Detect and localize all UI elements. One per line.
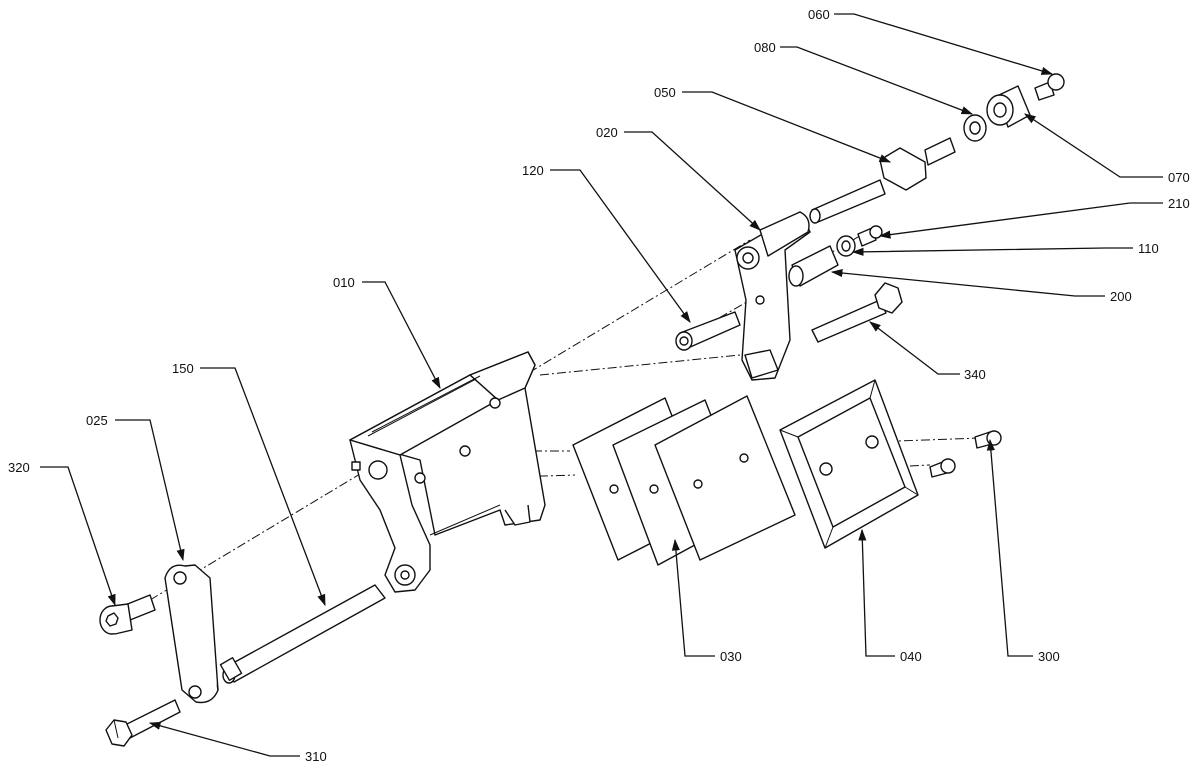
part-020-lever	[734, 211, 811, 381]
part-010-housing	[349, 351, 546, 593]
callout-300: 300	[1038, 649, 1060, 664]
callout-340: 340	[964, 367, 986, 382]
callout-labels: 060 080 050 020 120 070 210 110 200 340 …	[8, 7, 1190, 764]
callout-080: 080	[754, 40, 776, 55]
part-110-washer	[836, 235, 856, 257]
callout-320: 320	[8, 460, 30, 475]
part-310-hex-bolt	[105, 699, 181, 747]
part-030-plates	[572, 395, 796, 566]
leader-lines	[40, 13, 1163, 757]
part-210-screw	[857, 225, 883, 247]
part-050-shaft	[809, 137, 956, 224]
callout-025: 025	[86, 413, 108, 428]
part-150-shaft	[219, 584, 386, 684]
callout-210: 210	[1168, 196, 1190, 211]
part-340-hex-bolt	[811, 282, 903, 343]
callout-110: 110	[1138, 241, 1159, 256]
part-300-screws	[929, 430, 1002, 478]
callout-060: 060	[808, 7, 830, 22]
callout-310: 310	[305, 749, 327, 764]
callout-070: 070	[1168, 170, 1190, 185]
callout-200: 200	[1110, 289, 1132, 304]
part-025-link	[164, 564, 219, 704]
callout-040: 040	[900, 649, 922, 664]
part-080-washer	[963, 114, 987, 142]
callout-050: 050	[654, 85, 676, 100]
callout-150: 150	[172, 361, 194, 376]
part-200-spacer	[788, 245, 839, 287]
part-060-pin	[1034, 73, 1065, 101]
callout-030: 030	[720, 649, 742, 664]
part-320-cap-screw	[99, 594, 156, 635]
callout-020: 020	[596, 125, 618, 140]
part-040-frame	[779, 379, 919, 549]
part-120-pin	[675, 311, 741, 351]
callout-120: 120	[522, 163, 544, 178]
callout-010: 010	[333, 275, 355, 290]
part-070-bushing	[986, 85, 1031, 128]
